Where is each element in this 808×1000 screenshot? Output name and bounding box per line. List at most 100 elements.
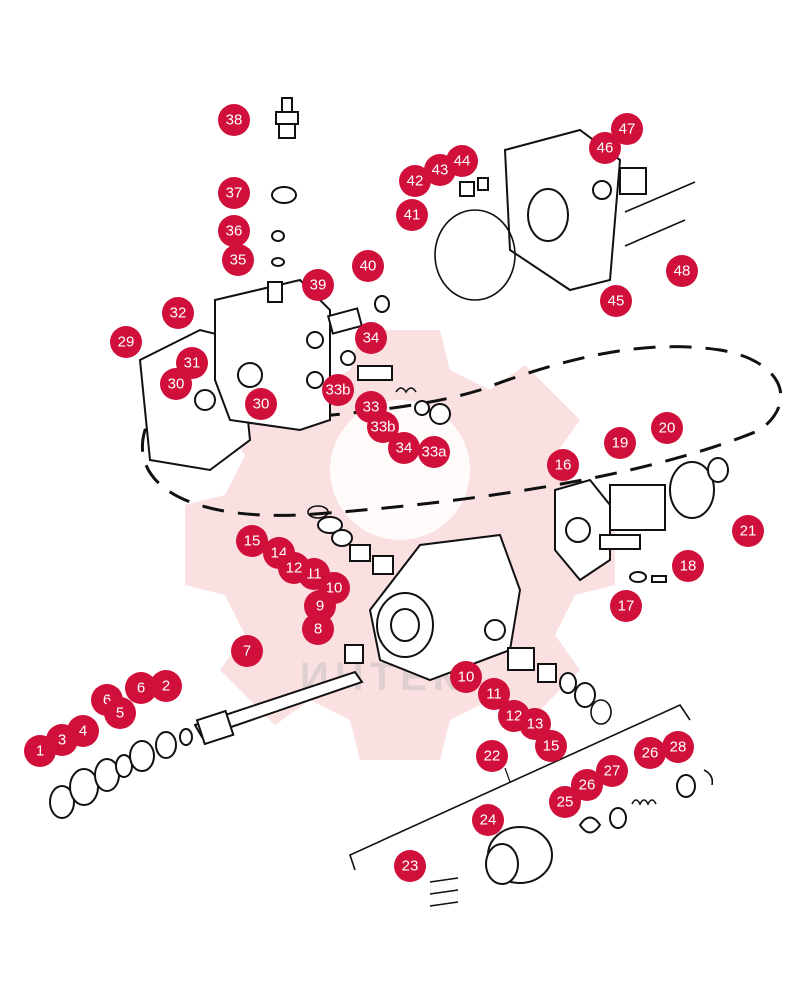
svg-text:32: 32: [170, 305, 187, 322]
callout-23: 23: [394, 850, 426, 882]
callout-28: 28: [662, 731, 694, 763]
callout-24: 24: [472, 804, 504, 836]
svg-text:22: 22: [484, 748, 501, 765]
bearing-10-upper: [372, 555, 394, 575]
svg-text:33: 33: [363, 399, 380, 416]
ring-15-lower: [590, 699, 612, 725]
bearing-8: [344, 644, 364, 664]
svg-text:34: 34: [396, 440, 413, 457]
callout-41: 39: [302, 269, 334, 301]
svg-text:34: 34: [363, 330, 380, 347]
ring-34: [414, 400, 430, 416]
part-45: [459, 181, 475, 197]
bearing-3: [69, 768, 99, 806]
upper-housing: [138, 278, 331, 472]
svg-text:21: 21: [740, 523, 757, 540]
callout-12-a: 12: [278, 552, 310, 584]
washer-26a: [609, 807, 627, 829]
svg-text:8: 8: [314, 621, 322, 638]
snap-ring-1: [49, 785, 75, 819]
callout-49: 47: [611, 113, 643, 145]
svg-text:39: 39: [310, 277, 327, 294]
svg-text:26: 26: [642, 745, 659, 762]
svg-text:42: 42: [407, 173, 424, 190]
part-46: [477, 177, 489, 191]
svg-text:17: 17: [618, 598, 635, 615]
svg-text:24: 24: [480, 812, 497, 829]
callout-15-b: 15: [535, 730, 567, 762]
callout-20: 20: [651, 412, 683, 444]
svg-text:15: 15: [543, 738, 560, 755]
snap-ring-28: [703, 769, 714, 786]
svg-text:26: 26: [579, 777, 596, 794]
svg-text:36: 36: [226, 223, 243, 240]
ring-2: [155, 731, 177, 759]
svg-text:3: 3: [58, 732, 66, 749]
callout-22: 22: [476, 740, 508, 772]
svg-text:30: 30: [168, 376, 185, 393]
callout-10-b: 10: [450, 661, 482, 693]
svg-text:33a: 33a: [421, 444, 447, 461]
callout-37: 35: [222, 244, 254, 276]
callout-43: 41: [396, 199, 428, 231]
callout-6-b: 6: [125, 672, 157, 704]
svg-text:9: 9: [316, 598, 324, 615]
svg-text:20: 20: [659, 420, 676, 437]
swash-plate-group: [554, 457, 729, 583]
callout-29: 29: [110, 326, 142, 358]
svg-text:11: 11: [306, 566, 322, 583]
callout-5: 5: [104, 697, 136, 729]
ring-42: [374, 295, 390, 313]
callout-2: 2: [150, 670, 182, 702]
washer-26b: [676, 774, 696, 798]
bearing-48: [619, 167, 647, 195]
ring-12-lower: [559, 672, 577, 694]
o-ring-39: [271, 186, 297, 204]
spring-33b: [395, 387, 417, 394]
bearing-10-lower: [507, 647, 535, 671]
callout-36: 34: [355, 322, 387, 354]
ring-12: [331, 529, 353, 547]
callout-16: 16: [547, 449, 579, 481]
callout-11-b: 11: [478, 678, 510, 710]
ring-2b: [179, 728, 193, 746]
callout-33b: 33b: [367, 411, 399, 443]
callout-48: 46: [589, 132, 621, 164]
svg-text:48: 48: [674, 263, 691, 280]
main-housing: [368, 533, 522, 682]
callout-17: 17: [610, 590, 642, 622]
svg-text:29: 29: [118, 334, 135, 351]
svg-text:10: 10: [458, 669, 475, 686]
callout-34: 34: [388, 432, 420, 464]
plug-33a: [429, 403, 451, 425]
svg-text:38: 38: [226, 112, 243, 129]
ring-14: [317, 516, 343, 534]
callout-27: 27: [596, 755, 628, 787]
ring-35: [340, 350, 356, 366]
svg-text:40: 40: [360, 258, 377, 275]
callout-30-a: 30: [160, 368, 192, 400]
svg-text:6: 6: [137, 680, 145, 697]
seal-ring-43: [434, 209, 516, 301]
callout-9: 9: [304, 590, 336, 622]
pins-23: [429, 877, 459, 907]
svg-text:19: 19: [612, 435, 629, 452]
svg-text:45: 45: [608, 293, 625, 310]
callout-15-a: 15: [236, 525, 268, 557]
part-11: [349, 544, 371, 562]
svg-text:13: 13: [527, 716, 544, 733]
cylinder-block: [485, 826, 553, 885]
rear-cover: [503, 128, 622, 292]
callout-50: 48: [666, 255, 698, 287]
callout-4: 4: [67, 715, 99, 747]
callout-35: 33b: [322, 374, 354, 406]
svg-text:12: 12: [506, 708, 523, 725]
callout-26-a: 26: [571, 769, 603, 801]
svg-text:31: 31: [184, 355, 201, 372]
ring-37: [271, 257, 285, 267]
sensor-part: [275, 97, 299, 139]
callout-30-b: 30: [245, 388, 277, 420]
svg-text:2: 2: [162, 678, 170, 695]
callout-26-b: 26: [634, 737, 666, 769]
